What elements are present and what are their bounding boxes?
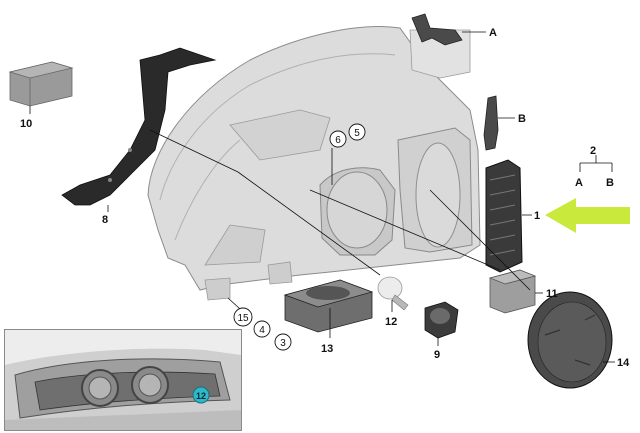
part-a-bracket: [411, 13, 463, 46]
label-10: 10: [20, 118, 32, 130]
svg-text:6: 6: [335, 135, 341, 146]
circled-label-3: 3: [274, 333, 292, 351]
inset-svg: 12: [5, 330, 241, 430]
part-9-socket: [424, 301, 459, 339]
circled-label-4: 4: [253, 320, 271, 338]
part-1-grille: [485, 159, 523, 273]
label-12: 12: [385, 316, 397, 328]
label-2: 2: [590, 145, 596, 157]
headlight-housing: [147, 26, 481, 301]
part-10-box: [8, 61, 74, 107]
svg-text:3: 3: [280, 338, 286, 349]
inset-label-12: 12: [196, 391, 206, 401]
part-14-cap: [527, 291, 613, 389]
label-a: A: [489, 27, 497, 39]
label-14: 14: [617, 357, 630, 369]
svg-text:15: 15: [237, 313, 249, 324]
circled-label-15: 15: [233, 307, 253, 327]
label-11: 11: [546, 288, 558, 300]
label-2-a: A: [575, 177, 583, 189]
svg-text:5: 5: [354, 128, 360, 139]
part-8-bracket: [61, 47, 217, 206]
circled-label-5: 5: [348, 123, 366, 141]
label-1: 1: [534, 210, 540, 222]
indicator-arrow: [545, 198, 630, 233]
label-b: B: [518, 113, 526, 125]
inset-headlight-view: 12: [4, 329, 242, 431]
part-b-bracket: [483, 95, 499, 151]
leader-lines: [29, 31, 615, 363]
part-12-bulb: [377, 276, 409, 311]
label-13: 13: [321, 343, 333, 355]
label-9: 9: [434, 349, 440, 361]
label-8: 8: [102, 214, 108, 226]
part-13-control-unit: [283, 279, 374, 333]
part-11-module: [488, 269, 537, 314]
circled-label-6: 6: [329, 130, 347, 148]
inset-badge-12: [192, 386, 210, 404]
svg-text:4: 4: [259, 325, 265, 336]
label-2-b: B: [606, 177, 614, 189]
